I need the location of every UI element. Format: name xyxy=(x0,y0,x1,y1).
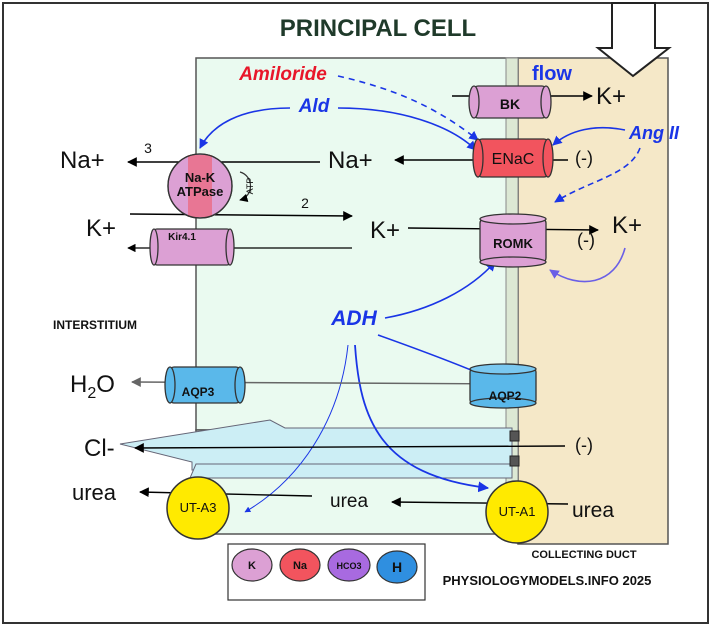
uta1-label: UT-A1 xyxy=(499,504,536,519)
na-cell-label: Na+ xyxy=(328,147,373,174)
k-cell-label: K+ xyxy=(370,217,400,244)
adh-to-uta3-arrow xyxy=(244,344,349,513)
k-stoich: 2 xyxy=(301,195,309,211)
amiloride-label: Amiloride xyxy=(238,64,327,85)
paracellular-lower xyxy=(189,463,513,479)
k-interstitium-label: K+ xyxy=(86,215,116,242)
nak-atpase-pump: Na-K ATPase ATP xyxy=(167,153,255,219)
aqp2-channel: AQP2 xyxy=(469,363,537,409)
enac-charge: (-) xyxy=(575,148,593,168)
urea-cell-label: urea xyxy=(330,491,368,512)
k-lumen-top-label: K+ xyxy=(596,83,626,110)
uta3-label: UT-A3 xyxy=(180,500,217,515)
flow-arrow-icon xyxy=(595,2,672,78)
footer-credit: PHYSIOLOGYMODELS.INFO 2025 xyxy=(443,573,652,588)
legend-hco3-swatch xyxy=(327,548,371,582)
nak-label-line1: Na-K xyxy=(185,170,216,185)
legend-h-swatch xyxy=(376,550,418,584)
romk-channel: ROMK xyxy=(479,213,547,268)
na-interstitium-label: Na+ xyxy=(60,147,105,174)
cl-para-arrow xyxy=(134,443,566,453)
claudin-marker-2 xyxy=(509,455,520,467)
atp-label: ATP xyxy=(245,178,255,195)
urea-interstitium-label: urea xyxy=(72,480,117,505)
interstitium-label: INTERSTITIUM xyxy=(53,318,137,332)
legend-na-swatch xyxy=(279,548,321,582)
k-feedback-arrow xyxy=(549,247,626,283)
ang2-to-romk-arrow xyxy=(554,147,641,203)
enac-label: ENaC xyxy=(492,151,535,168)
collecting-duct-label: COLLECTING DUCT xyxy=(531,549,636,561)
romk-label: ROMK xyxy=(493,236,533,251)
nak-label-line2: ATPase xyxy=(177,184,224,199)
kir41-label: Kir4.1 xyxy=(168,232,196,243)
ang2-label: Ang II xyxy=(628,123,680,143)
paracellular-pathway xyxy=(119,419,513,471)
legend-k-label: K xyxy=(248,560,256,572)
flow-label: flow xyxy=(532,63,572,85)
legend-k-swatch xyxy=(231,548,273,582)
legend-hco3-label: HCO3 xyxy=(336,561,361,571)
adh-to-romk-arrow xyxy=(384,261,496,319)
atp-cycle-icon xyxy=(239,171,252,202)
bk-label: BK xyxy=(500,96,520,112)
romk-charge: (-) xyxy=(577,230,595,250)
adh-to-uta1-arrow xyxy=(354,344,490,493)
claudin-marker-1 xyxy=(509,430,520,442)
ald-to-enac-arrow xyxy=(337,107,477,151)
legend-na-label: Na xyxy=(293,560,308,572)
nak-k-in-arrow xyxy=(129,211,353,221)
ang2-to-enac-arrow xyxy=(552,126,626,146)
cl-label: Cl- xyxy=(84,435,115,462)
bk-channel: BK xyxy=(468,85,552,119)
kir41-channel: Kir4.1 xyxy=(149,228,235,266)
page-title: PRINCIPAL CELL xyxy=(280,15,476,42)
k-lumen-right-label: K+ xyxy=(612,212,642,239)
ald-label: Ald xyxy=(298,96,330,117)
uta1-transporter xyxy=(485,480,549,544)
legend-h-label: H xyxy=(392,559,402,575)
na-stoich: 3 xyxy=(144,140,152,156)
uta3-transporter xyxy=(166,476,230,540)
ald-to-nak-arrow xyxy=(199,107,291,149)
adh-label: ADH xyxy=(330,307,377,330)
enac-channel: ENaC xyxy=(472,138,554,178)
urea-lumen-label: urea xyxy=(572,499,614,522)
aqp3-channel: AQP3 xyxy=(164,366,246,404)
aqp3-label: AQP3 xyxy=(182,385,215,399)
aqp2-label: AQP2 xyxy=(489,389,522,403)
legend: K Na HCO3 H xyxy=(227,543,426,601)
water-label: H2O xyxy=(70,371,115,402)
cl-charge: (-) xyxy=(575,435,593,455)
